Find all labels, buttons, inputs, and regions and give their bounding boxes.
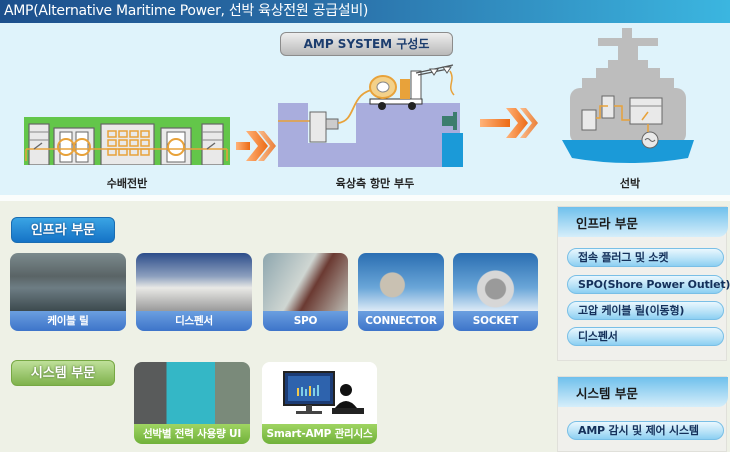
system-panel-header: 시스템 부문 [558,377,728,407]
sidebar-item-spo[interactable]: SPO(Shore Power Outlet) [567,275,730,294]
sidebar-item-amp-monitoring[interactable]: AMP 감시 및 제어 시스템 [567,421,724,440]
spo-label: SPO [263,311,348,331]
switchboard-icon [24,117,230,165]
connector-card[interactable]: CONNECTOR [358,253,444,331]
connector-photo [358,253,444,311]
sidebar-item-cable-reel[interactable]: 고압 케이블 릴(이동형) [567,301,724,320]
monitor-operator-icon [262,362,377,424]
socket-photo [453,253,538,311]
cable-reel-label: 케이블 릴 [10,311,126,331]
sidebar-item-plug-socket[interactable]: 접속 플러그 및 소켓 [567,248,724,267]
pier-icon [278,64,463,167]
dispenser-label: 디스펜서 [136,311,252,331]
smart-amp-card[interactable]: Smart-AMP 관리시스템 [262,362,377,444]
smart-amp-label: Smart-AMP 관리시스템 [262,424,377,444]
divider [0,195,730,201]
socket-label: SOCKET [453,311,538,331]
dispenser-photo [136,253,252,311]
ship-power-ui-screenshot [134,362,250,424]
system-panel: 시스템 부문 AMP 감시 및 제어 시스템 [557,376,728,452]
chevron-right-icon [480,108,538,138]
infra-panel: 인프라 부문 접속 플러그 및 소켓 SPO(Shore Power Outle… [557,206,730,361]
cable-reel-photo [10,253,126,311]
infra-panel-header: 인프라 부문 [558,207,728,237]
infra-panel-title: 인프라 부문 [576,216,638,231]
chevron-right-icon [236,131,276,161]
cable-reel-card[interactable]: 케이블 릴 [10,253,126,331]
amp-system-diagram: AMP SYSTEM 구성도 수배전반 [0,23,730,195]
diagram-title: AMP SYSTEM 구성도 [280,32,453,56]
system-section-label: 시스템 부문 [11,360,115,386]
system-panel-title: 시스템 부문 [576,386,638,401]
ship-icon [562,28,694,163]
ship-label: 선박 [619,177,641,190]
spo-card[interactable]: SPO [263,253,348,331]
sidebar-item-dispenser[interactable]: 디스펜서 [567,327,724,346]
switchboard-label: 수배전반 [106,177,148,190]
dispenser-card[interactable]: 디스펜서 [136,253,252,331]
ship-power-ui-label: 선박별 전력 사용량 UI [134,424,250,444]
connector-label: CONNECTOR [358,311,444,331]
ship-power-ui-card[interactable]: 선박별 전력 사용량 UI [134,362,250,444]
pier-label: 육상측 항만 부두 [335,177,415,190]
page-title: AMP(Alternative Maritime Power, 선박 육상전원 … [0,0,730,23]
spo-photo [263,253,348,311]
socket-card[interactable]: SOCKET [453,253,538,331]
infra-section-label: 인프라 부문 [11,217,115,243]
